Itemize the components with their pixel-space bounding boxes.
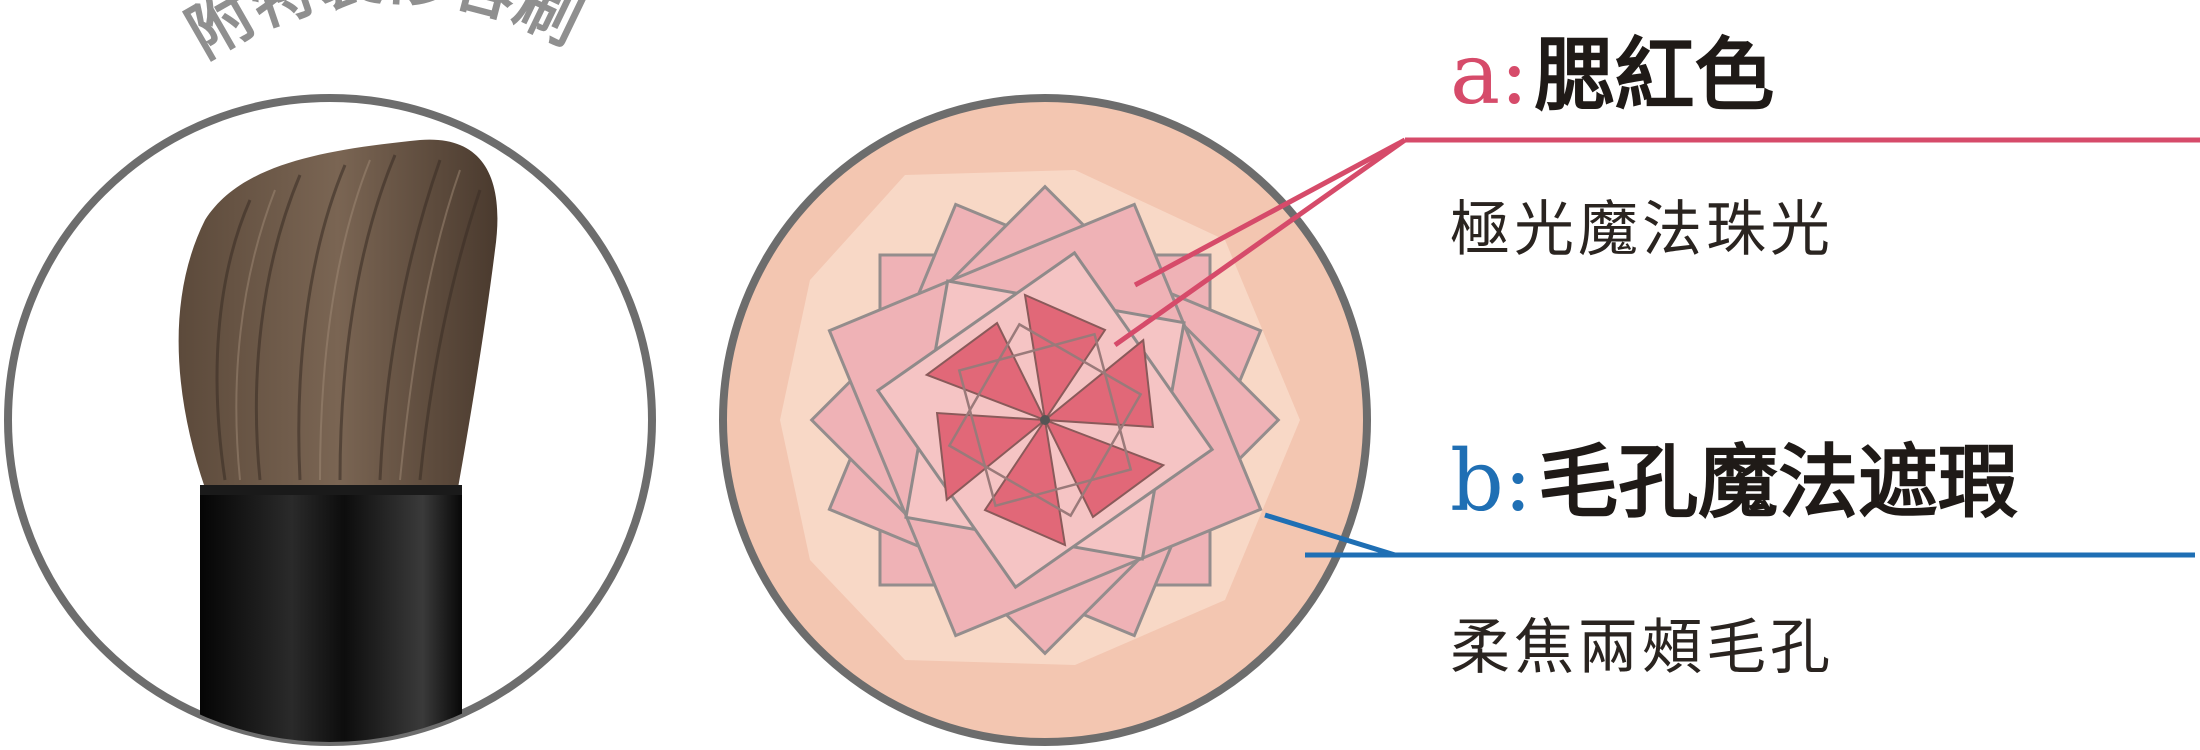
brush-icon — [178, 139, 498, 742]
label-a-letter: a — [1450, 25, 1500, 123]
label-a-subtitle: 極光魔法珠光 — [1450, 195, 1834, 265]
label-a: a:腮紅色 極光魔法珠光 — [1450, 25, 1834, 265]
svg-text:a:腮紅色: a:腮紅色 — [1450, 25, 1774, 123]
label-a-title: 腮紅色 — [1534, 29, 1774, 122]
powder-pattern-icon — [780, 170, 1300, 665]
label-b-subtitle: 柔焦兩頰毛孔 — [1450, 613, 1834, 683]
powder-circle — [719, 94, 1371, 746]
leader-line-a — [1113, 137, 2200, 348]
label-b-title: 毛孔魔法遮瑕 — [1538, 436, 2018, 529]
brush-circle — [4, 94, 656, 746]
label-b-letter: b — [1450, 432, 1504, 530]
label-a-separator: : — [1500, 25, 1528, 123]
label-b: b:毛孔魔法遮瑕 柔焦兩頰毛孔 — [1450, 432, 2018, 683]
leader-line-b — [1264, 512, 2195, 558]
brush-caption: 附特製修容刷 — [175, 0, 593, 73]
svg-text:b:毛孔魔法遮瑕: b:毛孔魔法遮瑕 — [1450, 432, 2018, 530]
label-b-separator: : — [1504, 432, 1532, 530]
